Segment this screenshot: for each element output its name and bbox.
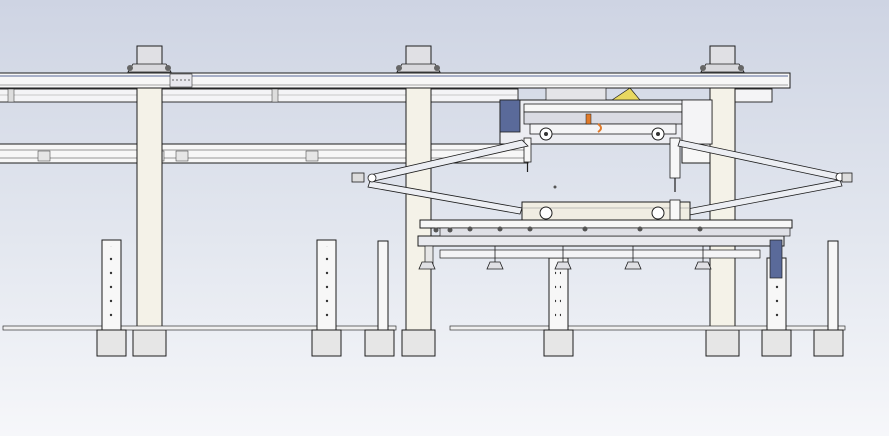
lower-lifting-frame [521, 199, 691, 231]
spindle-left [523, 137, 532, 172]
middle-beam [0, 143, 733, 164]
scissor-linkage [351, 139, 853, 217]
conveyor-table [417, 219, 793, 279]
spindle-right [669, 137, 681, 192]
floor-rail-right [449, 325, 846, 331]
side-post-left-a [96, 239, 127, 357]
column-2 [396, 45, 441, 357]
side-post-left-b [311, 239, 342, 357]
side-post-left-c [364, 240, 395, 357]
floor-rail-left [2, 325, 397, 331]
suction-cups [418, 246, 712, 270]
upper-gantry-carriage [499, 87, 713, 145]
side-post-right-a [543, 257, 574, 357]
upper-main-beam [0, 72, 791, 89]
side-post-right-c [813, 240, 844, 357]
column-1 [127, 45, 172, 357]
pneumatic-fittings [433, 185, 703, 233]
